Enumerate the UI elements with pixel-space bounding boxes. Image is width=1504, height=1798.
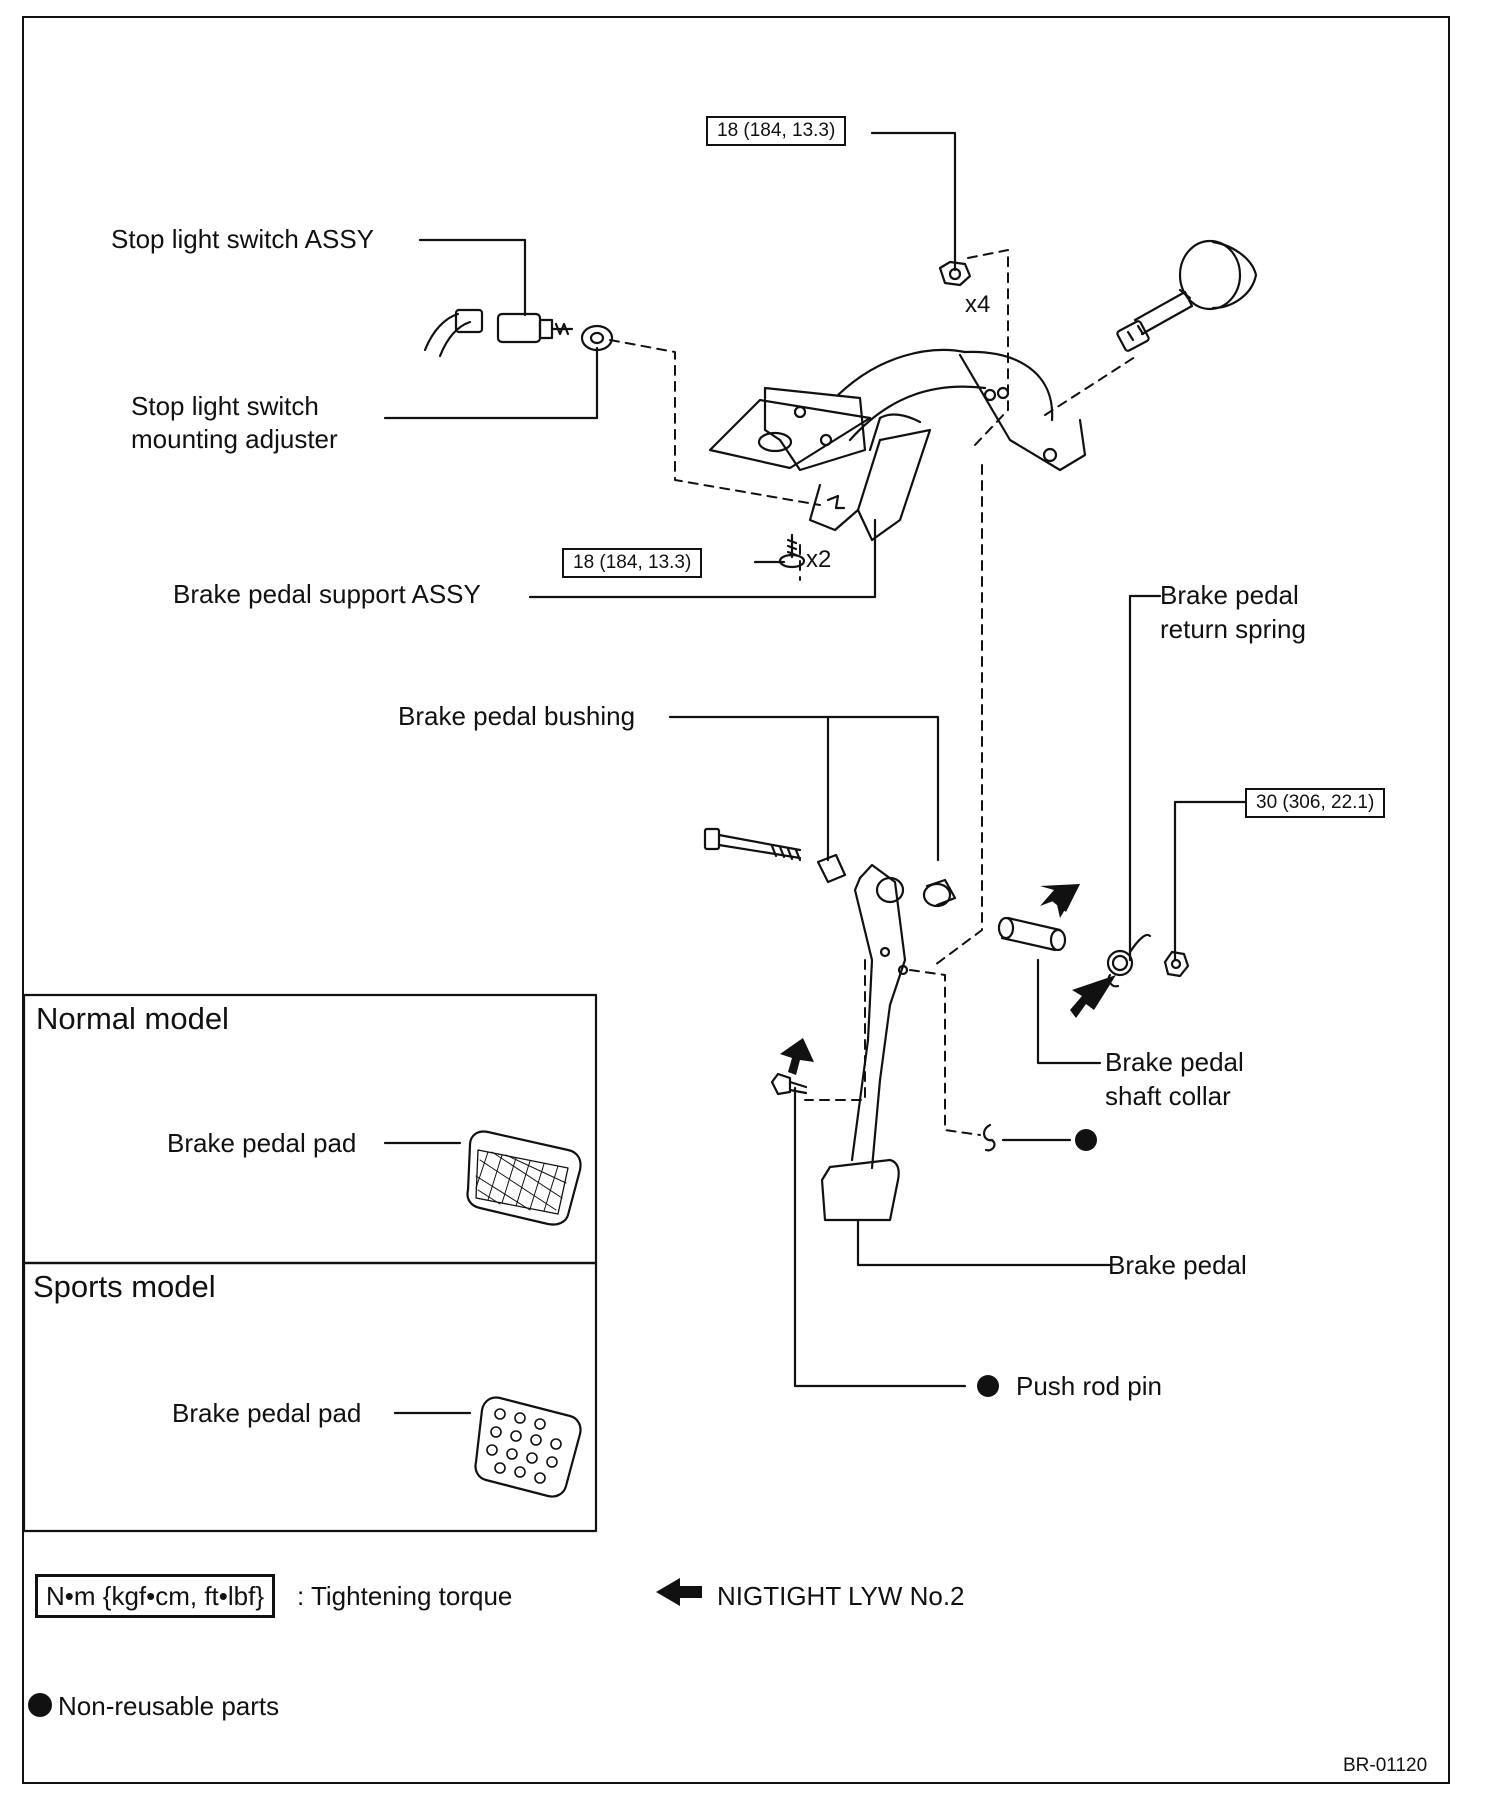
- push-rod-pin-part: [770, 1072, 808, 1096]
- label-shaft-collar-line2: shaft collar: [1105, 1081, 1231, 1111]
- normal-model-title: Normal model: [36, 1001, 229, 1036]
- clip-part: [983, 1123, 996, 1152]
- legend-torque-unit-box: N•m {kgf•cm, ft•lbf}: [35, 1574, 276, 1618]
- legend-grease-label: NIGTIGHT LYW No.2: [717, 1581, 965, 1611]
- sports-pad-label: Brake pedal pad: [172, 1398, 362, 1428]
- legend-grease-arrow-icon: [656, 1578, 702, 1606]
- figure-code: BR-01120: [1343, 1755, 1428, 1776]
- label-return-spring-line2: return spring: [1160, 614, 1306, 644]
- label-mounting-adjuster-line2: mounting adjuster: [131, 424, 338, 454]
- label-brake-pedal: Brake pedal: [1108, 1250, 1247, 1280]
- return-spring-part: [1106, 933, 1152, 988]
- support-nut-part: [938, 260, 972, 287]
- nut-quantity: x4: [965, 291, 991, 318]
- brake-pedal-support-part: [708, 348, 1087, 542]
- bushing-part: [816, 853, 957, 908]
- non-reusable-dot-icon: [977, 1375, 999, 1397]
- brake-pedal-part: [820, 863, 909, 1222]
- normal-pad-label: Brake pedal pad: [167, 1128, 357, 1158]
- legend-non-reusable-dot-icon: [28, 1693, 52, 1717]
- label-stop-light-switch-assy: Stop light switch ASSY: [111, 224, 375, 254]
- support-bolt-part: [778, 533, 806, 569]
- normal-pad-drawing: [466, 1130, 582, 1226]
- label-brake-pedal-bushing: Brake pedal bushing: [398, 701, 636, 731]
- shaft-collar-part: [997, 916, 1067, 952]
- assembly-dashed-lines: [609, 249, 1139, 1136]
- sports-pad-drawing: [474, 1396, 582, 1498]
- push-rod-part: [1116, 239, 1258, 352]
- legend-torque-meaning: : Tightening torque: [297, 1581, 513, 1611]
- grease-arrow-icon: [1070, 975, 1116, 1018]
- torque-box-pedal-nut: 30 (306, 22.1): [1245, 788, 1386, 818]
- legend-non-reusable: Non-reusable parts: [58, 1691, 280, 1721]
- torque-box-support-nut: 18 (184, 13.3): [706, 116, 847, 146]
- pivot-bolt-part: [703, 827, 802, 862]
- leader-lines: [383, 131, 1247, 1415]
- sports-model-panel: [22, 1261, 598, 1533]
- label-brake-pedal-support-assy: Brake pedal support ASSY: [173, 579, 481, 609]
- sports-model-title: Sports model: [33, 1269, 216, 1304]
- grease-arrow-icon: [1040, 884, 1080, 918]
- label-mounting-adjuster-line1: Stop light switch: [131, 391, 319, 421]
- label-push-rod-pin: Push rod pin: [1016, 1371, 1162, 1401]
- label-return-spring-line1: Brake pedal: [1160, 580, 1299, 610]
- label-shaft-collar-line1: Brake pedal: [1105, 1047, 1244, 1077]
- torque-box-support-bolt: 18 (184, 13.3): [562, 548, 703, 578]
- grease-arrow-icon: [780, 1038, 814, 1075]
- figure-frame: [22, 16, 1450, 1784]
- non-reusable-dot-icon: [1075, 1129, 1097, 1151]
- pedal-nut-part: [1163, 950, 1190, 978]
- bolt-quantity: x2: [806, 546, 832, 573]
- stop-light-switch-part: [423, 308, 574, 358]
- mounting-adjuster-part: [580, 324, 614, 352]
